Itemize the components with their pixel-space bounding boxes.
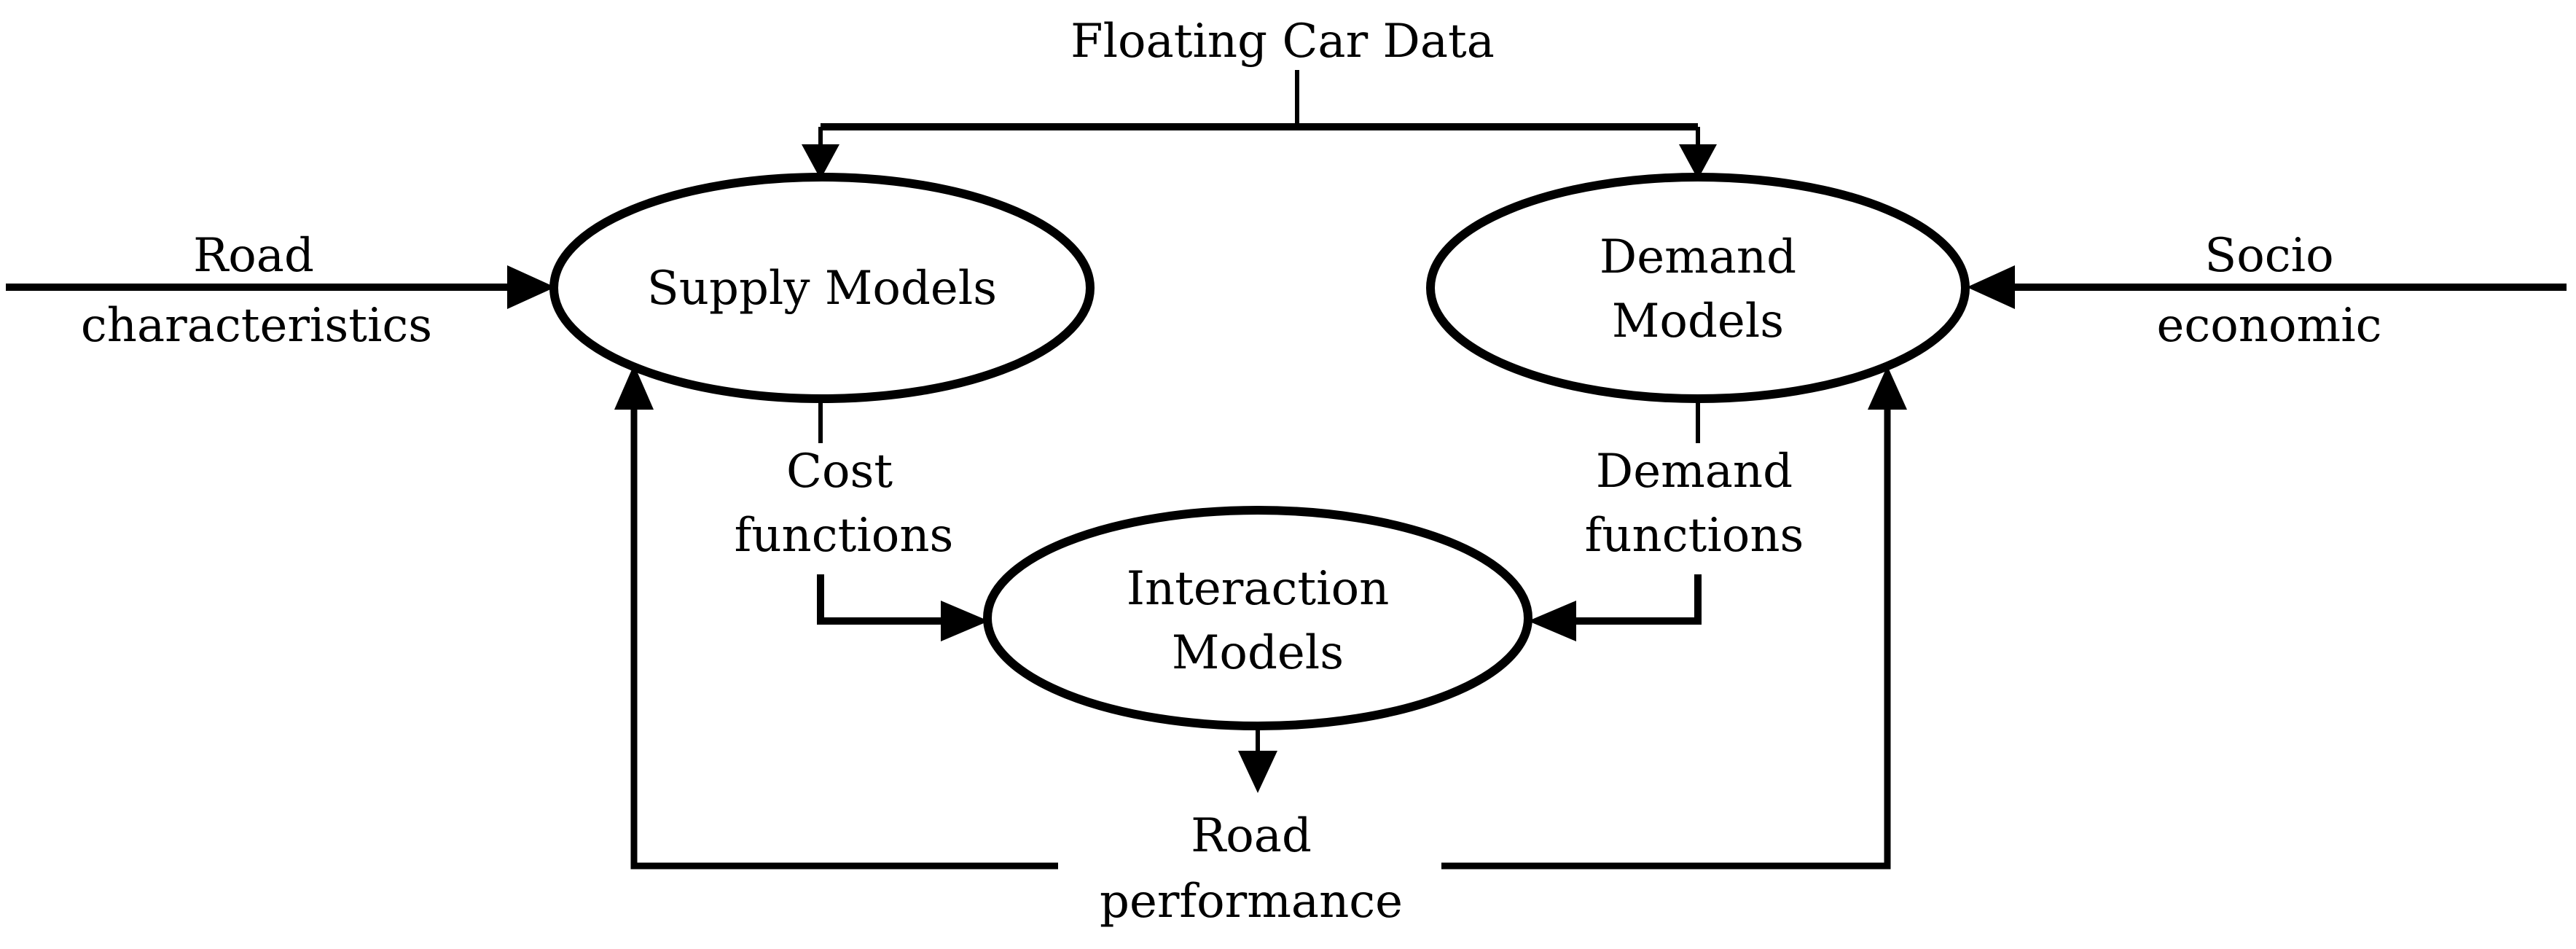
diagram-title: Floating Car Data xyxy=(1070,15,1495,69)
connector-demand-elbow xyxy=(1575,574,1702,625)
interaction-models-ellipse xyxy=(983,506,1532,730)
road-performance-label-line1: Road xyxy=(1191,809,1312,863)
road-characteristics-label-line2: characteristics xyxy=(81,299,432,353)
supply-models-label: Supply Models xyxy=(647,262,997,316)
cost-functions-label-line2: functions xyxy=(735,509,954,563)
road-performance-label-line2: performance xyxy=(1100,875,1403,929)
arrowhead-socio-to-demand xyxy=(1967,265,2015,309)
arrowhead-fcd-to-demand xyxy=(1679,144,1717,179)
demand-models-label-line1: Demand xyxy=(1600,230,1796,284)
demand-models-label-line2: Models xyxy=(1612,294,1784,348)
supply-models-ellipse xyxy=(549,173,1095,403)
socio-economic-label-line1: Socio xyxy=(2204,229,2333,283)
arrowhead-demandfn-to-interaction xyxy=(1528,601,1576,641)
demand-functions-label-line2: functions xyxy=(1585,509,1804,563)
connector-cost-elbow xyxy=(817,574,942,625)
interaction-models-label-line1: Interaction xyxy=(1127,562,1390,616)
demand-functions-label-line1: Demand xyxy=(1596,445,1793,499)
arrowhead-feedback-to-demand xyxy=(1868,366,1907,410)
arrowhead-cost-to-interaction xyxy=(941,601,989,641)
socio-economic-label-line2: economic xyxy=(2157,299,2382,353)
demand-models-ellipse xyxy=(1426,173,1970,403)
arrowhead-road-to-supply xyxy=(507,265,555,309)
cost-functions-label-line1: Cost xyxy=(786,445,893,499)
connector-feedback-right xyxy=(1441,408,1891,870)
connector-feedback-left xyxy=(630,408,1058,870)
arrowhead-interaction-to-performance xyxy=(1238,751,1277,793)
arrowhead-feedback-to-supply xyxy=(614,364,654,410)
arrowhead-fcd-to-supply xyxy=(802,144,839,179)
interaction-models-label-line2: Models xyxy=(1172,626,1344,680)
road-characteristics-label-line1: Road xyxy=(193,229,314,283)
